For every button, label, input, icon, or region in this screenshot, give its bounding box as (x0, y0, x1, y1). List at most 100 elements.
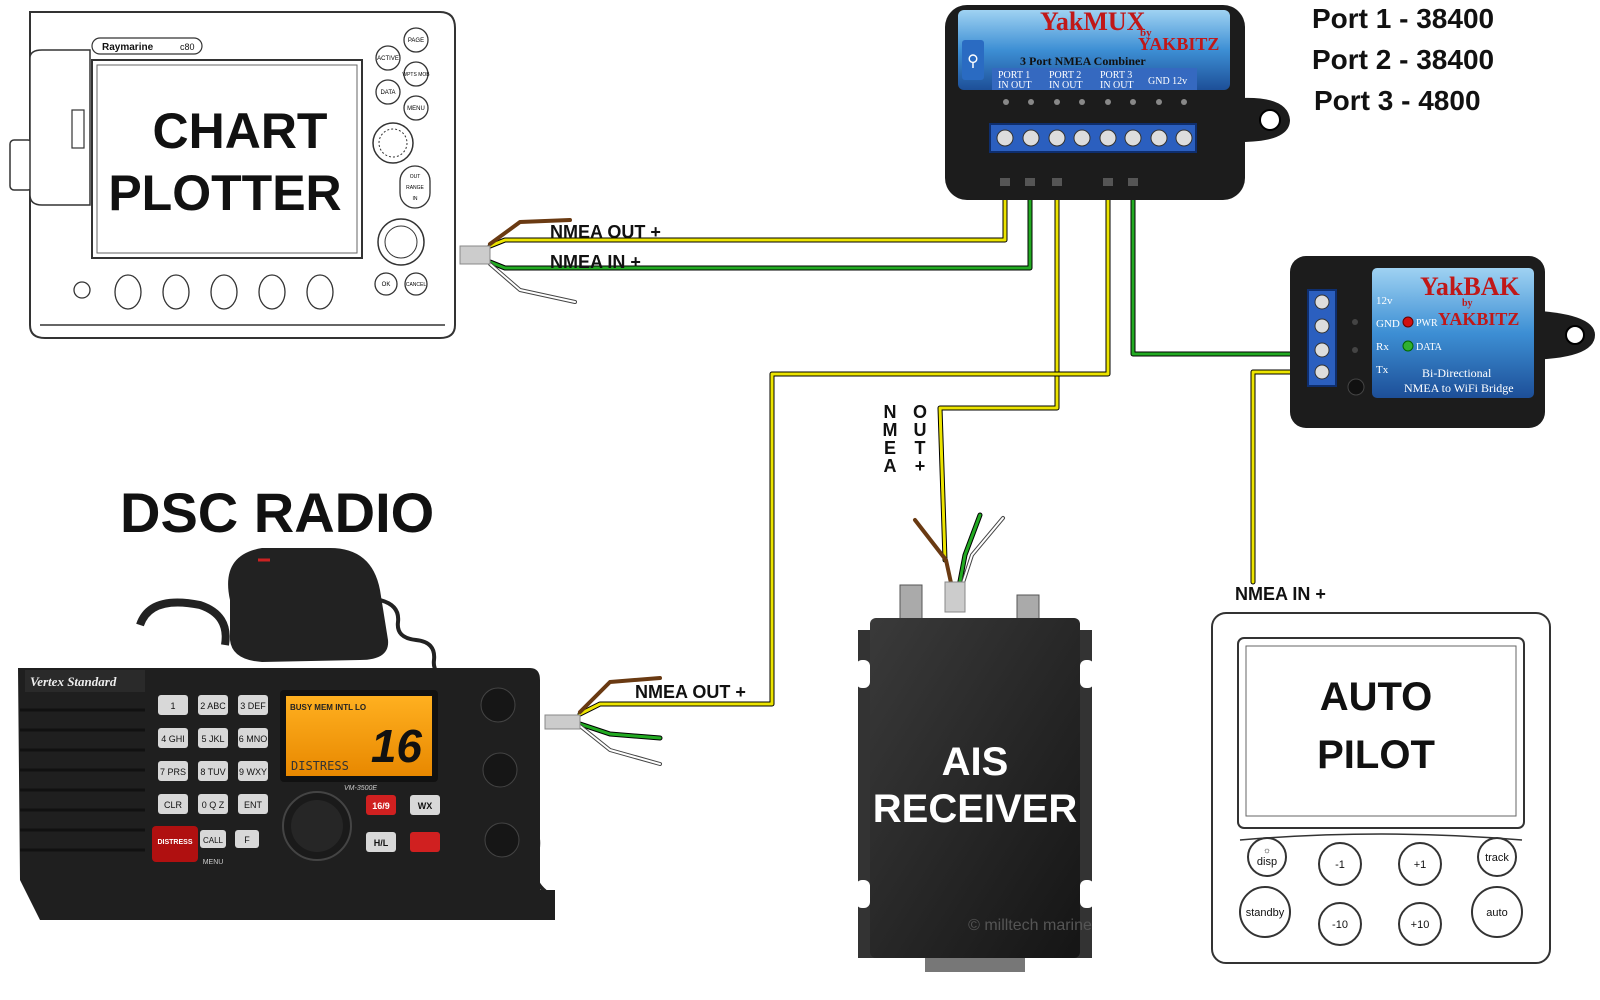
radio-key-label: CLR (164, 800, 183, 810)
plotter-soft-key[interactable] (115, 275, 141, 309)
yakmux-terminal-power: GND 12v (1148, 76, 1187, 87)
radio-lcd-status: BUSY MEM INTL LO (290, 703, 366, 712)
plotter-page-label: PAGE (408, 38, 424, 44)
radio-key-label: ENT (244, 800, 263, 810)
yakbak-pin-12v: 12v (1376, 295, 1393, 307)
yakmux-terminal-port3-io: IN OUT (1100, 80, 1134, 91)
plotter-label-line1: CHART (153, 103, 328, 159)
autopilot-disp-label: disp (1257, 856, 1277, 868)
radio-key-label: 2 ABC (200, 701, 226, 711)
radio-key-label: 5 JKL (201, 734, 224, 744)
ais-label-line2: RECEIVER (873, 787, 1078, 831)
yakbak-maker: YAKBITZ (1438, 309, 1519, 329)
autopilot-label-line2: PILOT (1317, 733, 1435, 777)
chart-plotter: Raymarine c80 CHART PLOTTER PAGE ACTIVE … (10, 12, 490, 338)
radio-microphone (228, 548, 388, 662)
port-speeds: Port 1 - 38400 Port 2 - 38400 Port 3 - 4… (1312, 3, 1494, 116)
radio-red-button[interactable] (410, 832, 440, 852)
radio-wx-label: WX (418, 801, 433, 811)
plotter-data-label: DATA (380, 90, 395, 96)
radio-call-label: CALL (203, 836, 224, 845)
plotter-menu-label: MENU (407, 106, 425, 112)
plotter-label-line2: PLOTTER (108, 165, 341, 221)
radio-f-label: F (244, 835, 250, 845)
ais-label-plus: + (915, 456, 926, 476)
plotter-ok-label: OK (382, 282, 391, 288)
yakbak-pin-gnd: GND (1376, 318, 1400, 330)
yakmux-device: YakMUX by YAKBITZ 3 Port NMEA Combiner P… (945, 5, 1290, 200)
yakbak-desc1: Bi-Directional (1422, 366, 1492, 380)
radio-16-9-label: 16/9 (372, 801, 390, 811)
yakmux-maker: YAKBITZ (1138, 34, 1219, 54)
usb-symbol-icon: ⚲ (967, 53, 979, 70)
yakbak-pwr-led (1403, 317, 1413, 327)
plotter-soft-key[interactable] (211, 275, 237, 309)
label-plotter-nmea-out: NMEA OUT + (550, 222, 661, 242)
ais-watermark: © milltech marine (968, 917, 1092, 934)
plotter-in-label: IN (413, 196, 418, 202)
label-autopilot-nmea-in: NMEA IN + (1235, 584, 1326, 604)
radio-label: DSC RADIO (120, 481, 434, 544)
plotter-range-label: RANGE (406, 185, 424, 191)
yakbak-data-label: DATA (1416, 342, 1443, 353)
radio-cable-sleeve (545, 715, 580, 729)
yakbak-by: by (1462, 298, 1473, 309)
radio-key-label: 8 TUV (200, 767, 225, 777)
radio-volume-knob[interactable] (481, 688, 515, 722)
label-radio-nmea-out: NMEA OUT + (635, 682, 746, 702)
ais-label-n: N (884, 402, 897, 422)
ais-label-line1: AIS (942, 740, 1009, 784)
ais-cable-sleeve (945, 582, 965, 612)
plotter-soft-key[interactable] (163, 275, 189, 309)
radio-key-label: 1 (170, 701, 175, 711)
yakbak-title: YakBAK (1420, 272, 1520, 301)
radio-hl-label: H/L (374, 838, 389, 848)
port2-speed: Port 2 - 38400 (1312, 44, 1494, 75)
plotter-cable-sleeve (460, 246, 490, 264)
autopilot-plus1-label: +1 (1414, 859, 1427, 871)
port1-speed: Port 1 - 38400 (1312, 3, 1494, 34)
plotter-mount-knob (10, 140, 32, 190)
label-plotter-nmea-in: NMEA IN + (550, 252, 641, 272)
plotter-soft-key[interactable] (259, 275, 285, 309)
yakmux-title: YakMUX (1040, 7, 1146, 36)
yakbak-device: YakBAK by YAKBITZ 12v GND Rx Tx PWR DATA… (1290, 256, 1595, 428)
autopilot-minus1-label: -1 (1335, 859, 1345, 871)
plotter-brand: Raymarine (102, 42, 154, 53)
plotter-power-button[interactable] (74, 282, 90, 298)
radio-key-label: 9 WXY (239, 767, 267, 777)
yakmux-terminal-port2-io: IN OUT (1049, 80, 1083, 91)
radio-key-label: 4 GHI (161, 734, 185, 744)
ais-label-m: M (883, 420, 898, 440)
ais-label-o: O (913, 402, 927, 422)
ais-label-e: E (884, 438, 896, 458)
autopilot: AUTO PILOT disp ☼ -1 +1 track standby -1… (1212, 613, 1550, 963)
autopilot-track-label: track (1485, 852, 1509, 864)
plotter-soft-key[interactable] (307, 275, 333, 309)
ais-label-u: U (914, 420, 927, 440)
ais-bottom-connector (925, 958, 1025, 972)
autopilot-label-line1: AUTO (1320, 675, 1433, 719)
ais-receiver: AIS RECEIVER © milltech marine (856, 582, 1094, 972)
autopilot-auto-label: auto (1486, 907, 1507, 919)
plotter-cancel-label: CANCEL (406, 282, 427, 288)
yakbak-reset-button[interactable] (1348, 379, 1364, 395)
wire-ais-out (940, 178, 1057, 560)
yakmux-subtitle: 3 Port NMEA Combiner (1020, 54, 1146, 68)
radio-third-knob[interactable] (485, 823, 519, 857)
radio-key-label: 7 PRS (160, 767, 186, 777)
radio-squelch-knob[interactable] (483, 753, 517, 787)
radio-lcd-channel: 16 (371, 720, 423, 772)
ais-antenna-connector (900, 585, 922, 620)
plotter-model: c80 (180, 42, 195, 52)
yakbak-pin-tx: Tx (1376, 364, 1389, 376)
plotter-wpts-label: WPTS MOB (402, 72, 430, 78)
radio-distress-label: DISTRESS (157, 839, 192, 846)
autopilot-standby-label: standby (1246, 907, 1285, 919)
sun-icon: ☼ (1263, 845, 1271, 855)
radio-model: VM-3500E (344, 785, 377, 792)
autopilot-plus10-label: +10 (1411, 919, 1430, 931)
radio-key-label: 0 Q Z (202, 800, 225, 810)
radio-key-label: 6 MNO (239, 734, 268, 744)
port3-speed: Port 3 - 4800 (1314, 85, 1481, 116)
